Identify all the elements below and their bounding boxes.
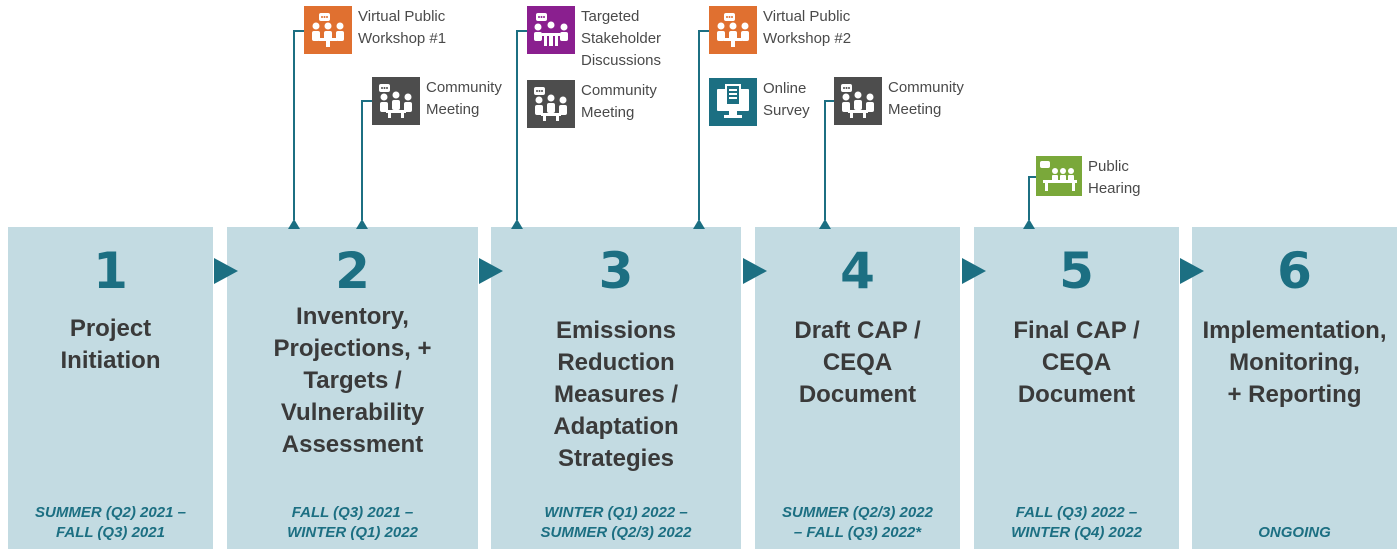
phase-number: 2	[335, 242, 370, 300]
event-label: Virtual Public Workshop #1	[358, 8, 447, 47]
phase-box-5: 5 Final CAP / CEQA Document FALL (Q3) 20…	[974, 227, 1179, 549]
meeting-icon	[527, 80, 575, 128]
hearing-icon	[1036, 156, 1082, 196]
event-virtual-workshop-1: Virtual Public Workshop #1	[304, 6, 446, 54]
event-online-survey: Online Survey	[709, 78, 810, 126]
phase-title: Implementation, Monitoring, + Reporting	[1202, 317, 1387, 408]
phase-box-3: 3 Emissions Reduction Measures / Adaptat…	[491, 227, 741, 549]
phase-number: 1	[93, 242, 128, 300]
phase-number: 6	[1277, 242, 1312, 300]
phase-box-2: 2 Inventory, Projections, + Targets / Vu…	[227, 227, 478, 549]
phase-date: FALL (Q3) 2021 – WINTER (Q1) 2022	[287, 504, 418, 541]
phase-title: Draft CAP / CEQA Document	[794, 317, 921, 408]
event-community-meeting-3: Community Meeting	[834, 77, 964, 125]
arrow-right-icon	[962, 258, 986, 284]
arrow-right-icon	[214, 258, 238, 284]
event-stakeholder-discussions: Targeted Stakeholder Discussions	[527, 6, 661, 72]
workshop-icon	[304, 6, 352, 54]
phase-title: Emissions Reduction Measures / Adaptatio…	[553, 317, 679, 472]
meeting-icon	[834, 77, 882, 125]
phase-title: Inventory, Projections, + Targets / Vuln…	[273, 303, 432, 458]
event-public-hearing: Public Hearing	[1036, 156, 1141, 200]
stakeholder-icon	[527, 6, 575, 54]
event-label: Community Meeting	[426, 79, 502, 118]
phase-date: FALL (Q3) 2022 – WINTER (Q4) 2022	[1011, 504, 1142, 541]
event-community-meeting-1: Community Meeting	[372, 77, 502, 125]
meeting-icon	[372, 77, 420, 125]
arrow-right-icon	[1180, 258, 1204, 284]
phase-number: 5	[1059, 242, 1094, 300]
phase-box-6: 6 Implementation, Monitoring, + Reportin…	[1192, 227, 1397, 549]
phase-number: 4	[840, 242, 875, 300]
phase-title: Final CAP / CEQA Document	[1013, 317, 1140, 408]
event-label: Virtual Public Workshop #2	[763, 8, 852, 47]
event-label: Community Meeting	[888, 79, 964, 118]
arrow-right-icon	[479, 258, 503, 284]
event-virtual-workshop-2: Virtual Public Workshop #2	[709, 6, 851, 54]
phase-box-4: 4 Draft CAP / CEQA Document SUMMER (Q2/3…	[755, 227, 960, 549]
event-community-meeting-2: Community Meeting	[527, 80, 657, 128]
workshop-icon	[709, 6, 757, 54]
event-label: Public Hearing	[1088, 158, 1141, 197]
phase-date: ONGOING	[1258, 524, 1331, 541]
event-label: Community Meeting	[581, 82, 657, 121]
phase-date: SUMMER (Q2) 2021 – FALL (Q3) 2021	[35, 504, 186, 541]
phase-box-1: 1 Project Initiation SUMMER (Q2) 2021 – …	[8, 227, 213, 549]
event-label: Targeted Stakeholder Discussions	[581, 8, 662, 69]
phase-date: WINTER (Q1) 2022 – SUMMER (Q2/3) 2022	[540, 504, 692, 541]
phase-title: Project Initiation	[60, 315, 161, 374]
event-label: Online Survey	[763, 80, 810, 119]
arrow-right-icon	[743, 258, 767, 284]
survey-icon	[709, 78, 757, 126]
phase-date: SUMMER (Q2/3) 2022 – FALL (Q3) 2022*	[782, 504, 933, 541]
phase-number: 3	[598, 242, 634, 300]
